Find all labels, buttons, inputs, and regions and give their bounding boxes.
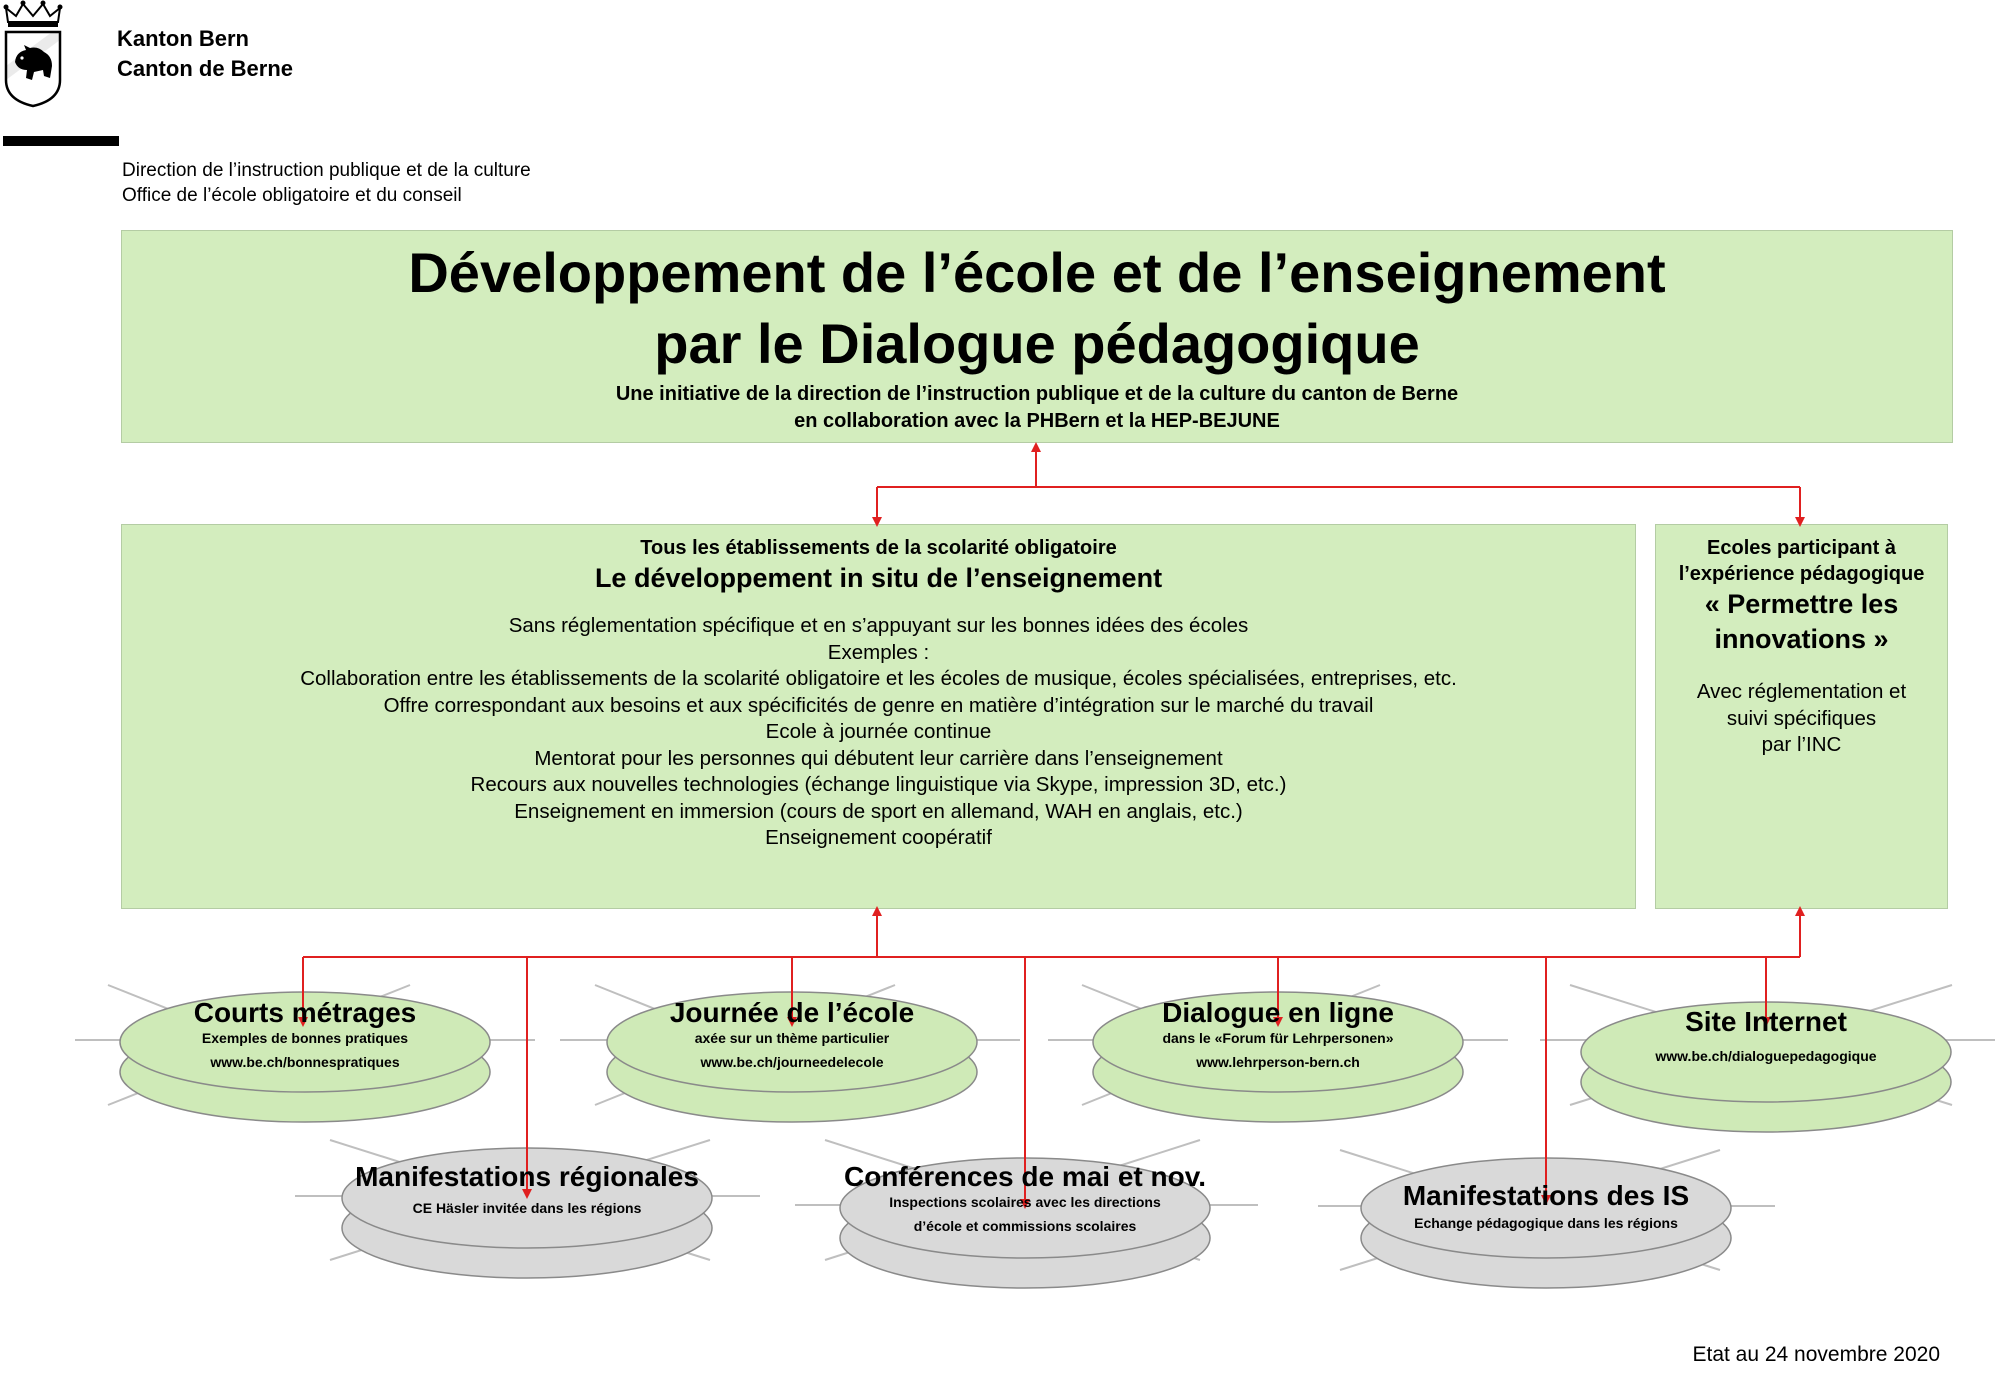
- disk-subtitle: Inspections scolaires avec les direction…: [820, 1193, 1230, 1211]
- footer-date: Etat au 24 novembre 2020: [1692, 1343, 1940, 1367]
- disk-label-journee-ecole: Journée de l’école axée sur un thème par…: [607, 997, 977, 1078]
- disk-url: www.lehrperson-bern.ch: [1093, 1047, 1463, 1078]
- disk-title: Journée de l’école: [607, 997, 977, 1029]
- disk-subtitle: Echange pédagogique dans les régions: [1351, 1212, 1741, 1234]
- disk-label-site-internet: Site Internet www.be.ch/dialoguepedagogi…: [1581, 1006, 1951, 1070]
- disk-url: www.be.ch/journeedelecole: [607, 1047, 977, 1078]
- upper-connectors: [877, 447, 1800, 522]
- disk-subtitle: dans le «Forum für Lehrpersonen»: [1093, 1029, 1463, 1047]
- disk-subtitle: axée sur un thème particulier: [607, 1029, 977, 1047]
- disk-url: www.be.ch/dialoguepedagogique: [1581, 1042, 1951, 1070]
- disk-subtitle-2: d’école et commissions scolaires: [820, 1211, 1230, 1242]
- disk-label-manifestations-regionales: Manifestations régionales CE Häsler invi…: [332, 1161, 722, 1223]
- disk-label-courts-metrages: Courts métrages Exemples de bonnes prati…: [120, 997, 490, 1078]
- disk-url: www.be.ch/bonnespratiques: [120, 1047, 490, 1078]
- disk-title: Manifestations des IS: [1351, 1180, 1741, 1212]
- disk-title: Courts métrages: [120, 997, 490, 1029]
- disk-label-conferences: Conférences de mai et nov. Inspections s…: [820, 1161, 1230, 1242]
- disk-subtitle: CE Häsler invitée dans les régions: [332, 1193, 722, 1223]
- disk-title: Site Internet: [1581, 1006, 1951, 1038]
- disk-title: Dialogue en ligne: [1093, 997, 1463, 1029]
- disk-title: Conférences de mai et nov.: [820, 1161, 1230, 1193]
- disk-label-dialogue-en-ligne: Dialogue en ligne dans le «Forum für Leh…: [1093, 997, 1463, 1078]
- disk-title: Manifestations régionales: [332, 1161, 722, 1193]
- disk-label-manifestations-is: Manifestations des IS Echange pédagogiqu…: [1351, 1180, 1741, 1234]
- disk-subtitle: Exemples de bonnes pratiques: [120, 1029, 490, 1047]
